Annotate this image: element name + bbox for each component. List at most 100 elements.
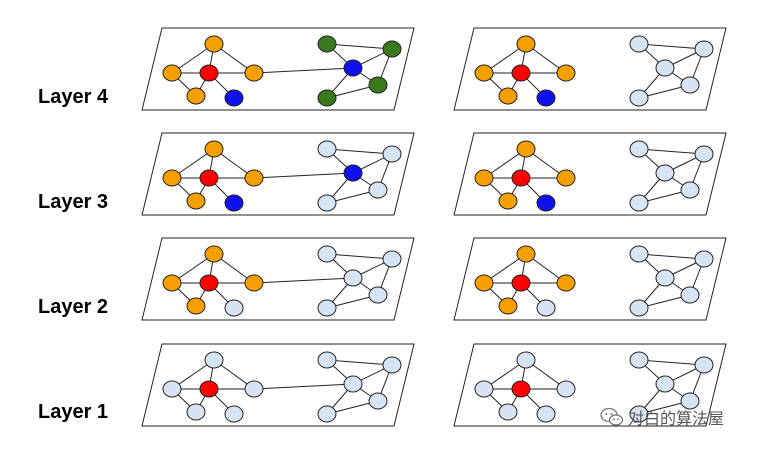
panel-layer2-right: [453, 237, 727, 321]
graph-node-g: [536, 405, 556, 423]
graph-node-g: [224, 405, 244, 423]
panel-layer4-left: [141, 27, 415, 111]
graph-node-d: [556, 169, 576, 187]
graph-edge-d-i: [253, 67, 354, 74]
graph-node-e: [498, 87, 518, 105]
graph-edge-d-i: [253, 172, 354, 179]
panel-layer2-left: [141, 237, 415, 321]
graph-node-h: [629, 351, 649, 369]
layer-plane: [141, 237, 415, 321]
graph-node-j: [382, 40, 402, 58]
graph-node-e: [186, 87, 206, 105]
graph-node-d: [244, 169, 264, 187]
graph-node-k: [368, 286, 388, 304]
graph-node-l: [629, 89, 649, 107]
graph-node-l: [317, 299, 337, 317]
layer-plane: [141, 27, 415, 111]
graph-node-k: [368, 76, 388, 94]
graph-node-i: [343, 59, 363, 77]
graph-node-k: [680, 392, 700, 410]
graph-node-k: [680, 76, 700, 94]
graph-node-e: [498, 403, 518, 421]
panel-layer1-right: [453, 343, 727, 427]
graph-node-a: [516, 351, 536, 369]
graph-node-g: [224, 299, 244, 317]
graph-node-b: [474, 274, 494, 292]
layer-plane: [141, 343, 415, 427]
graph-node-l: [629, 194, 649, 212]
graph-node-e: [498, 192, 518, 210]
layer-label-1: Layer 1: [38, 401, 109, 423]
graph-node-a: [204, 35, 224, 53]
layer-plane: [141, 132, 415, 216]
graph-node-g: [224, 89, 244, 107]
graph-node-j: [694, 250, 714, 268]
graph-node-c: [511, 64, 531, 82]
panel-layer3-right: [453, 132, 727, 216]
graph-node-g: [536, 89, 556, 107]
graph-node-c: [511, 380, 531, 398]
graph-node-i: [343, 164, 363, 182]
graph-node-i: [343, 269, 363, 287]
panel-layer4-right: [453, 27, 727, 111]
graph-node-b: [474, 380, 494, 398]
graph-edge-h-j: [638, 359, 705, 366]
graph-node-h: [629, 245, 649, 263]
graph-node-d: [556, 274, 576, 292]
graph-node-h: [317, 351, 337, 369]
graph-node-b: [162, 380, 182, 398]
graph-node-k: [680, 286, 700, 304]
graph-node-c: [199, 274, 219, 292]
graph-edge-d-i: [253, 383, 354, 390]
graph-node-l: [629, 405, 649, 423]
graph-node-b: [162, 274, 182, 292]
graph-node-b: [474, 64, 494, 82]
graph-node-i: [343, 375, 363, 393]
graph-node-c: [511, 169, 531, 187]
graph-edge-h-j: [638, 43, 705, 50]
graph-node-h: [317, 140, 337, 158]
graph-node-j: [694, 40, 714, 58]
graph-node-a: [204, 245, 224, 263]
layer-plane: [453, 237, 727, 321]
graph-node-c: [511, 274, 531, 292]
graph-node-a: [204, 140, 224, 158]
graph-node-k: [368, 181, 388, 199]
graph-node-j: [382, 250, 402, 268]
layer-plane: [453, 27, 727, 111]
graph-node-b: [162, 64, 182, 82]
graph-node-h: [629, 35, 649, 53]
graph-node-a: [516, 140, 536, 158]
graph-node-h: [317, 35, 337, 53]
graph-node-g: [536, 194, 556, 212]
graph-edge-h-j: [638, 148, 705, 155]
graph-node-l: [317, 194, 337, 212]
panel-layer1-left: [141, 343, 415, 427]
graph-node-i: [655, 164, 675, 182]
graph-node-j: [694, 145, 714, 163]
graph-edge-h-j: [638, 253, 705, 260]
graph-node-i: [655, 269, 675, 287]
graph-node-d: [244, 64, 264, 82]
graph-node-j: [694, 356, 714, 374]
graph-node-d: [556, 380, 576, 398]
wechat-icon: [600, 407, 624, 426]
graph-node-l: [317, 89, 337, 107]
layer-label-2: Layer 2: [38, 296, 109, 318]
graph-node-k: [680, 181, 700, 199]
graph-node-e: [186, 297, 206, 315]
panel-layer3-left: [141, 132, 415, 216]
graph-node-l: [317, 405, 337, 423]
graph-node-c: [199, 380, 219, 398]
layer-plane: [453, 132, 727, 216]
graph-node-d: [244, 380, 264, 398]
graph-node-k: [368, 392, 388, 410]
graph-node-b: [162, 169, 182, 187]
graph-node-g: [224, 194, 244, 212]
graph-node-e: [186, 192, 206, 210]
graph-node-d: [244, 274, 264, 292]
graph-node-h: [317, 245, 337, 263]
graph-node-h: [629, 140, 649, 158]
